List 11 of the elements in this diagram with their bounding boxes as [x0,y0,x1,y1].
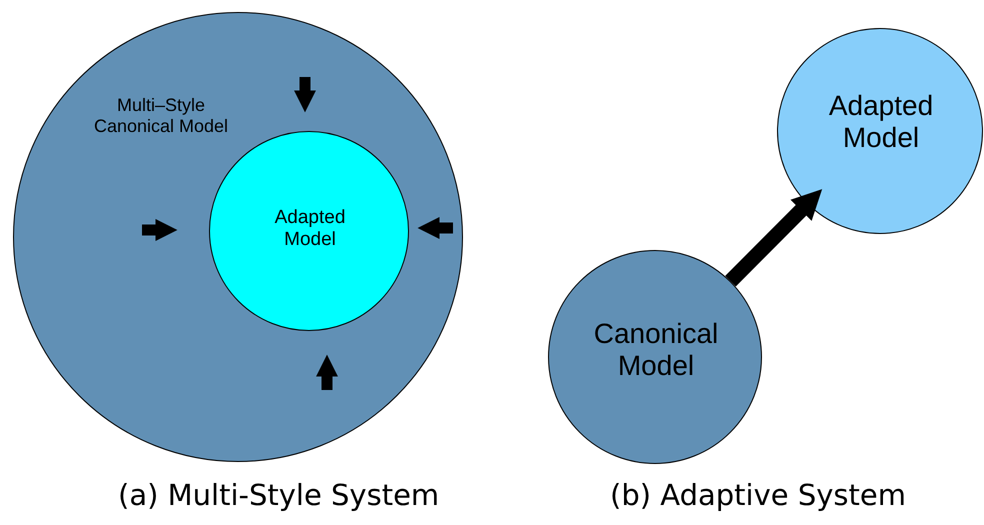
arrow [316,354,338,390]
subfigure-caption: (a) Multi-Style System [118,478,440,512]
subfigure-caption: (b) Adaptive System [610,478,906,512]
node-label: Adapted Model [274,207,346,251]
node-label: Adapted Model [828,90,934,154]
arrow [725,189,822,286]
node-label: Canonical Model [592,318,720,382]
arrow [294,77,316,112]
arrow [142,219,178,241]
node-label: Multi–Style Canonical Model [92,95,230,136]
arrow [418,217,453,239]
